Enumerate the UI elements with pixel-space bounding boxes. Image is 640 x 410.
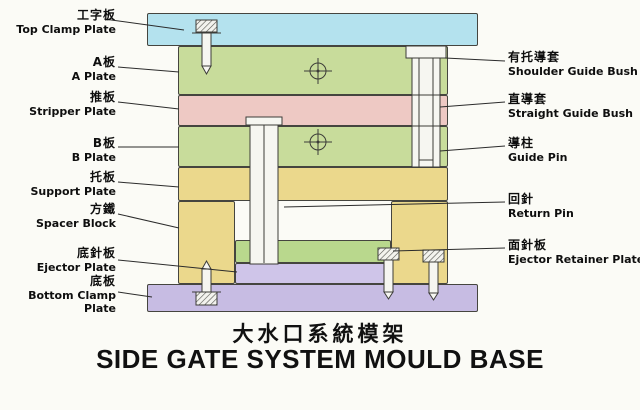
label-b-plate-zh: B板 — [92, 136, 116, 150]
label-straight-guide-bush-en: Straight Guide Bush — [508, 107, 633, 120]
label-a-plate-zh: A板 — [92, 55, 116, 69]
label-a-plate-en: A Plate — [71, 70, 116, 83]
label-stripper-plate-en: Stripper Plate — [29, 105, 116, 118]
label-straight-guide-bush: 直導套 Straight Guide Bush — [508, 92, 640, 120]
spacer-block-right — [391, 201, 448, 284]
label-spacer-block-en: Spacer Block — [35, 217, 116, 230]
label-bottom-clamp-plate: 底板 Bottom Clamp Plate — [2, 274, 116, 315]
label-ejector-plate-zh: 底針板 — [76, 246, 116, 260]
label-b-plate: B板 B Plate — [2, 136, 116, 164]
label-straight-guide-bush-zh: 直導套 — [508, 92, 548, 106]
label-ejector-retainer-plate: 面針板 Ejector Retainer Plate — [508, 238, 640, 266]
b-plate — [178, 126, 448, 167]
label-return-pin-zh: 回針 — [508, 192, 535, 206]
label-top-clamp-plate: 工字板 Top Clamp Plate — [2, 8, 116, 36]
label-guide-pin-en: Guide Pin — [508, 151, 568, 164]
support-plate — [178, 167, 448, 201]
label-spacer-block-zh: 方鐵 — [89, 202, 116, 216]
label-ejector-plate: 底針板 Ejector Plate — [2, 246, 116, 274]
label-shoulder-guide-bush-zh: 有托導套 — [508, 50, 561, 64]
a-plate — [178, 46, 448, 95]
label-stripper-plate-zh: 推板 — [89, 90, 116, 104]
label-bottom-clamp-plate-zh: 底板 — [89, 274, 116, 288]
spacer-block-left — [178, 201, 235, 284]
label-guide-pin-zh: 導柱 — [508, 136, 535, 150]
top-clamp-plate — [147, 13, 478, 46]
title-chinese: 大水口系統模架 — [232, 322, 408, 346]
ejector-retainer-plate — [235, 240, 391, 263]
label-support-plate-en: Support Plate — [30, 185, 116, 198]
label-a-plate: A板 A Plate — [2, 55, 116, 83]
label-guide-pin: 導柱 Guide Pin — [508, 136, 640, 164]
label-spacer-block: 方鐵 Spacer Block — [2, 202, 116, 230]
label-support-plate: 托板 Support Plate — [2, 170, 116, 198]
label-support-plate-zh: 托板 — [89, 170, 116, 184]
label-ejector-plate-en: Ejector Plate — [36, 261, 116, 274]
label-shoulder-guide-bush: 有托導套 Shoulder Guide Bush — [508, 50, 640, 78]
label-return-pin: 回針 Return Pin — [508, 192, 640, 220]
label-top-clamp-plate-zh: 工字板 — [76, 8, 116, 22]
label-bottom-clamp-plate-en: Bottom Clamp Plate — [28, 289, 116, 315]
label-shoulder-guide-bush-en: Shoulder Guide Bush — [508, 65, 638, 78]
title-english: SIDE GATE SYSTEM MOULD BASE — [96, 344, 544, 374]
label-stripper-plate: 推板 Stripper Plate — [2, 90, 116, 118]
stripper-plate — [178, 95, 448, 126]
ejector-plate — [235, 263, 391, 284]
label-top-clamp-plate-en: Top Clamp Plate — [16, 23, 116, 36]
label-ejector-retainer-plate-en: Ejector Retainer Plate — [508, 253, 640, 266]
label-b-plate-en: B Plate — [71, 151, 116, 164]
label-ejector-retainer-plate-zh: 面針板 — [508, 238, 548, 252]
bottom-clamp-plate — [147, 284, 478, 312]
label-return-pin-en: Return Pin — [508, 207, 574, 220]
